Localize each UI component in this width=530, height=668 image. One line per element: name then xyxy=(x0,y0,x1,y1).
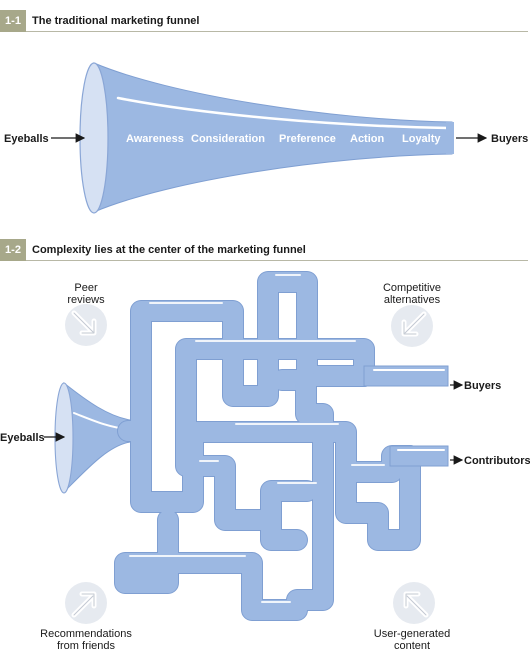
figure-1-rule xyxy=(26,31,528,32)
funnel-highlight xyxy=(116,96,450,130)
ugc-label-line1: User-generated xyxy=(374,628,450,640)
maze-entry-funnel xyxy=(54,381,131,494)
fig1-buyers-label: Buyers xyxy=(491,133,528,145)
maze-path-5 xyxy=(115,370,333,620)
maze-path-6 xyxy=(261,481,317,550)
recommendations-label-line2: from friends xyxy=(57,640,116,652)
stage-preference: Preference xyxy=(279,133,336,145)
recommendations-label-line1: Recommendations xyxy=(40,628,132,640)
funnel-spout xyxy=(446,122,454,154)
maze-path-1 xyxy=(118,272,374,441)
small-funnel-mouth xyxy=(54,382,74,494)
peer-reviews-icon xyxy=(65,304,107,346)
stage-awareness: Awareness xyxy=(126,133,184,145)
figure-1-title: The traditional marketing funnel xyxy=(32,15,200,27)
figure-2-title: Complexity lies at the center of the mar… xyxy=(32,244,306,256)
stage-action: Action xyxy=(350,133,385,145)
competitive-label-line1: Competitive xyxy=(383,282,441,294)
maze-path-2 xyxy=(131,421,243,512)
competitive-alternatives-icon xyxy=(391,305,433,347)
small-funnel-body xyxy=(63,381,131,494)
figure-2-badge: 1-2 xyxy=(0,239,26,261)
peer-reviews-label-line1: Peer xyxy=(74,282,98,294)
fig2-contributors-label: Contributors xyxy=(464,455,530,467)
fig2-buyers-label: Buyers xyxy=(464,380,501,392)
maze-path-7 xyxy=(336,446,420,550)
user-generated-content-icon xyxy=(393,582,435,624)
stage-consideration: Consideration xyxy=(191,133,265,145)
stage-loyalty: Loyalty xyxy=(402,133,441,145)
fig2-eyeballs-label: Eyeballs xyxy=(0,432,45,444)
funnel-mouth xyxy=(79,62,109,214)
figure-2-header: 1-2 Complexity lies at the center of the… xyxy=(0,239,530,261)
figure-1-header: 1-1 The traditional marketing funnel xyxy=(0,10,530,32)
traditional-funnel xyxy=(79,62,454,214)
maze-tubes xyxy=(115,272,420,620)
figure-2-rule xyxy=(26,260,528,261)
peer-reviews-label-line2: reviews xyxy=(67,294,105,306)
recommendations-icon xyxy=(65,582,107,624)
fig1-eyeballs-label: Eyeballs xyxy=(4,133,49,145)
figure-1-badge: 1-1 xyxy=(0,10,26,32)
ugc-label-line2: content xyxy=(394,640,430,652)
maze-path-3 xyxy=(176,339,374,530)
competitive-label-line2: alternatives xyxy=(384,294,441,306)
